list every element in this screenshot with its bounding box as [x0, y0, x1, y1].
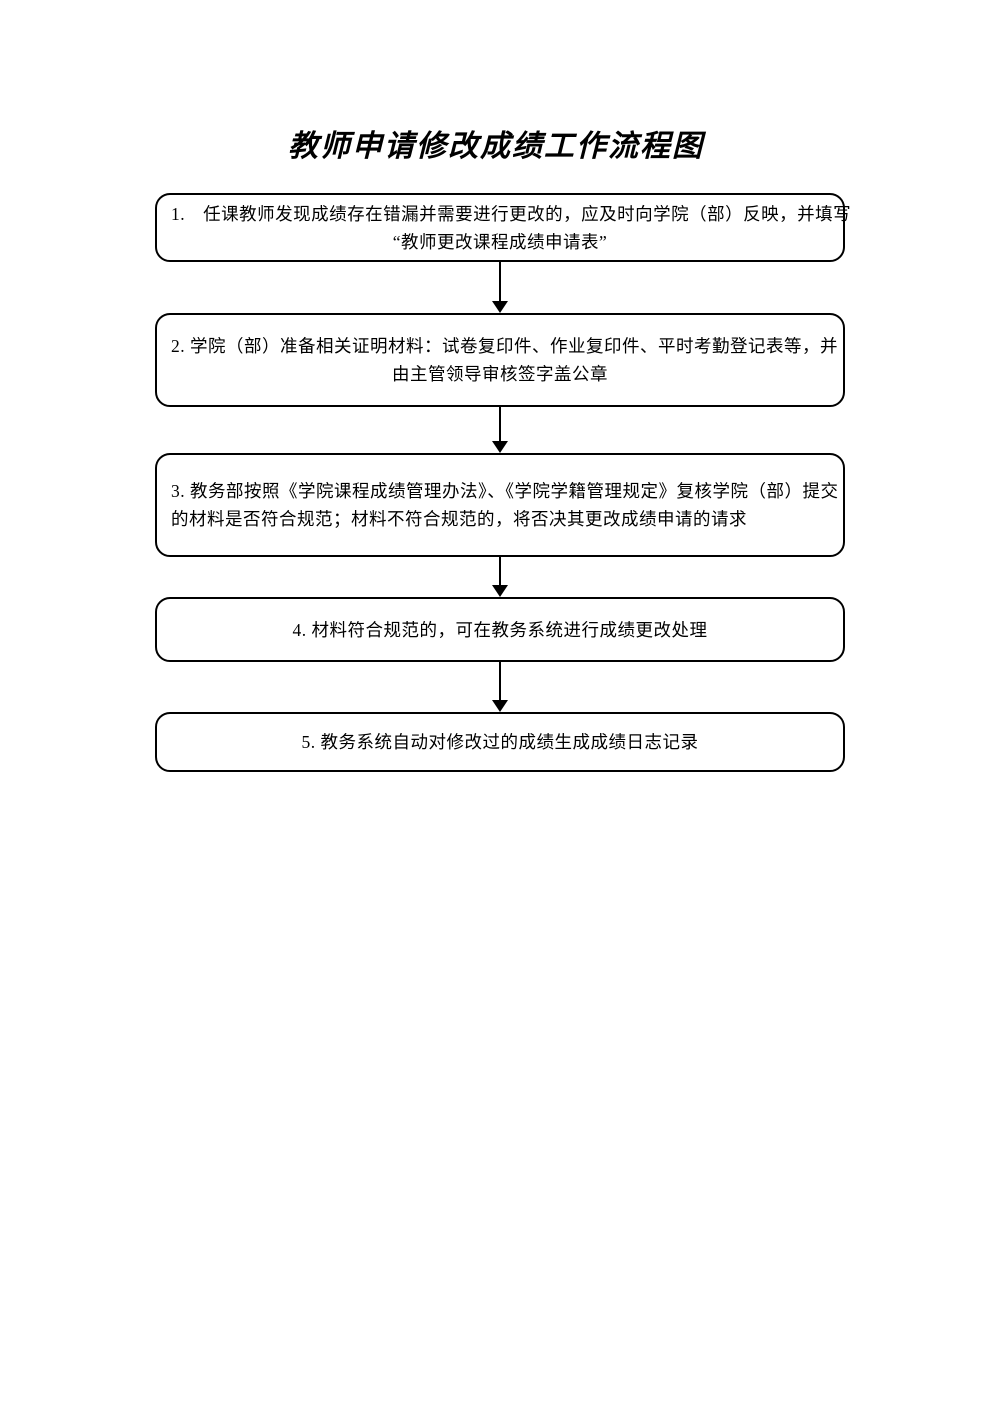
flow-connector-4 — [492, 662, 508, 712]
flow-step-3: 3. 教务部按照《学院课程成绩管理办法》、《学院学籍管理规定》复核学院（部）提交… — [155, 453, 845, 557]
flow-step-1-line-2: “教师更改课程成绩申请表” — [392, 231, 608, 252]
flow-step-5-line-1: 5. 教务系统自动对修改过的成绩生成成绩日志记录 — [301, 732, 699, 752]
flow-step-2-line-1: 2. 学院（部）准备相关证明材料：试卷复印件、作业复印件、平时考勤登记表等，并 — [171, 336, 838, 356]
flow-step-4-line-1: 4. 材料符合规范的，可在教务系统进行成绩更改处理 — [292, 619, 708, 640]
flow-step-3-line-1: 3. 教务部按照《学院课程成绩管理办法》、《学院学籍管理规定》复核学院（部）提交 — [171, 481, 839, 501]
arrow-down-icon — [492, 700, 508, 712]
connector-line — [499, 557, 501, 586]
flow-connector-3 — [492, 557, 508, 597]
page-title: 教师申请修改成绩工作流程图 — [288, 130, 704, 163]
flow-step-3-line-2: 的材料是否符合规范；材料不符合规范的，将否决其更改成绩申请的请求 — [171, 509, 747, 529]
connector-line — [499, 407, 501, 442]
arrow-down-icon — [492, 441, 508, 453]
connector-line — [499, 262, 501, 302]
flow-connector-1 — [492, 262, 508, 313]
flow-step-5: 5. 教务系统自动对修改过的成绩生成成绩日志记录 — [155, 712, 845, 772]
flow-step-1: 1. 任课教师发现成绩存在错漏并需要进行更改的，应及时向学院（部）反映，并填写 … — [155, 193, 852, 262]
connector-line — [499, 662, 501, 701]
flow-step-1-line-1: 1. 任课教师发现成绩存在错漏并需要进行更改的，应及时向学院（部）反映，并填写 — [171, 203, 852, 224]
arrow-down-icon — [492, 301, 508, 313]
flow-connector-2 — [492, 407, 508, 453]
flow-step-2: 2. 学院（部）准备相关证明材料：试卷复印件、作业复印件、平时考勤登记表等，并 … — [155, 313, 845, 407]
arrow-down-icon — [492, 585, 508, 597]
flow-step-2-line-2: 由主管领导审核签字盖公章 — [392, 364, 608, 384]
flow-step-4: 4. 材料符合规范的，可在教务系统进行成绩更改处理 — [155, 597, 845, 662]
